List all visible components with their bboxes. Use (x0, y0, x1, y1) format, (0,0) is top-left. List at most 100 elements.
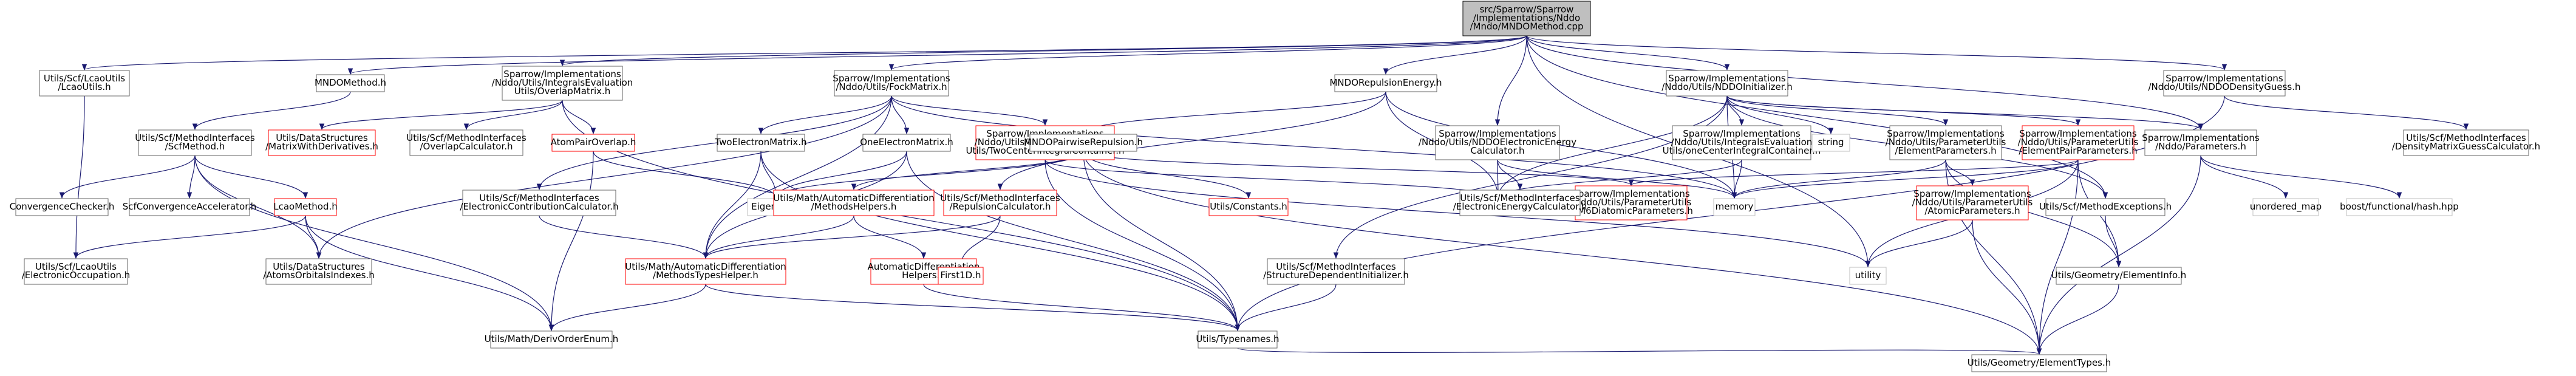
edge-mndopairwise-to-pm6diatomic (1083, 151, 1634, 186)
node-structdepinit[interactable]: Utils/Scf/MethodInterfaces/StructureDepe… (1263, 258, 1409, 285)
node-label: /ElementParameters.h (1895, 145, 1996, 156)
edge-twoelectron-to-typenames (760, 151, 1241, 332)
node-box (1459, 190, 1581, 216)
node-utility[interactable]: utility (1849, 267, 1887, 285)
edge-atompairoverlap-to-derivorderenum (548, 151, 594, 332)
node-matrixwithderiv[interactable]: Utils/DataStructures/MatrixWithDerivativ… (265, 129, 378, 156)
node-methodstypeshelper[interactable]: Utils/Math/AutomaticDifferentiation/Meth… (625, 258, 786, 285)
edge-root-to-nddodensity_h (1526, 35, 2227, 71)
node-box (274, 198, 337, 216)
node-nddoparams[interactable]: Sparrow/Implementations/Nddo/Parameters.… (2142, 129, 2260, 156)
node-box (1334, 74, 1437, 92)
edge-scfmethod_h-to-atomsorbitals (194, 155, 322, 259)
edge-typenames-to-elementtypes (1237, 347, 2042, 355)
node-mndomethod_h[interactable]: MNDOMethod.h (315, 74, 386, 92)
node-scfconvacc[interactable]: ScfConvergenceAccelerator.h (123, 198, 257, 216)
node-methodexceptions[interactable]: Utils/Scf/MethodExceptions.h (2039, 198, 2172, 216)
node-mndorepulsion_h[interactable]: MNDORepulsionEnergy.h (1329, 74, 1442, 92)
node-label: /Nddo/Utils/ParameterUtils (1912, 197, 2033, 208)
node-elementtypes[interactable]: Utils/Geometry/ElementTypes.h (1968, 354, 2111, 372)
node-box (129, 198, 250, 216)
edge-fockmatrix_h-to-twocenterint (891, 95, 1048, 126)
node-first1d[interactable]: First1D.h (938, 267, 984, 285)
node-fockmatrix_h[interactable]: Sparrow/Implementations/Nddo/Utils/FockM… (833, 70, 950, 97)
node-densitymatrixguess[interactable]: Utils/Scf/MethodInterfaces/DensityMatrix… (2392, 129, 2540, 156)
node-boost_hash[interactable]: boost/functional/hash.hpp (2340, 198, 2459, 216)
node-box (1713, 198, 1756, 216)
node-label: /LcaoUtils.h (58, 81, 111, 92)
node-scfmethod_h[interactable]: Utils/Scf/MethodInterfaces/ScfMethod.h (135, 129, 255, 156)
node-constants[interactable]: Utils/Constants.h (1208, 198, 1289, 216)
node-label: Sparrow/Implementations (1887, 128, 2005, 139)
edge-root-to-overlapmatrix_h (560, 35, 1527, 67)
edge-atomicparams-to-utility (1865, 219, 1973, 268)
node-onecenterint[interactable]: Sparrow/Implementations/Nddo/Utils/Integ… (1663, 125, 1821, 160)
node-lcaoutils_h[interactable]: Utils/Scf/LcaoUtils/LcaoUtils.h (39, 70, 130, 97)
node-label: Utils/Constants.h (1210, 201, 1287, 212)
node-box (834, 70, 949, 97)
node-label: Sparrow/Implementations (1668, 73, 1786, 84)
node-box (1575, 185, 1688, 220)
node-label: Utils/Scf/MethodInterfaces (2406, 132, 2526, 143)
edge-nddoparams-to-unordered_map (2200, 155, 2289, 199)
node-label: Utils/Scf/MethodInterfaces (406, 132, 526, 143)
node-twoelectron[interactable]: TwoElectronMatrix.h (714, 134, 807, 152)
node-oneelectron[interactable]: OneElectronMatrix.h (860, 134, 953, 152)
edge-fockmatrix_h-to-memory (891, 95, 1737, 199)
node-string[interactable]: string (1811, 134, 1850, 152)
node-box (2403, 129, 2529, 156)
node-label: Sparrow/Implementations (1439, 128, 1556, 139)
node-root[interactable]: src/Sparrow/Sparrow/Implementations/Nddo… (1462, 1, 1591, 36)
edge-elementinfo-to-elementtypes (2036, 284, 2119, 355)
edge-nddoinit_h-to-nddoparams (1726, 95, 2204, 131)
node-pm6diatomic[interactable]: Sparrow/Implementations/Nddo/Utils/Param… (1569, 185, 1693, 220)
node-label: unordered_map (2250, 201, 2322, 213)
node-atompairoverlap[interactable]: AtomPairOverlap.h (551, 134, 636, 152)
edge-fockmatrix_h-to-atomsorbitals (316, 95, 892, 259)
node-box (773, 190, 935, 216)
edge-mndorepulsion_h-to-repulsioncalc (997, 91, 1386, 191)
node-label: /ScfMethod.h (165, 141, 225, 152)
node-box (1462, 1, 1591, 36)
node-nddodensity_h[interactable]: Sparrow/Implementations/Nddo/Utils/NDDOD… (2148, 70, 2301, 97)
node-label: /MethodsHelpers.h (811, 201, 897, 212)
edge-scfmethod_h-to-lcaomethod (194, 155, 308, 199)
node-typenames[interactable]: Utils/Typenames.h (1196, 330, 1279, 349)
node-atomsorbitals[interactable]: Utils/DataStructures/AtomsOrbitalsIndexe… (263, 258, 375, 285)
node-memory[interactable]: memory (1713, 198, 1756, 216)
node-elementpairparams[interactable]: Sparrow/Implementations/Nddo/Utils/Param… (2018, 125, 2139, 160)
node-label: Sparrow/Implementations (1683, 128, 1801, 139)
node-derivorderenum[interactable]: Utils/Math/DerivOrderEnum.h (485, 330, 619, 349)
edge-mndopairwise-to-elementtypes (1083, 151, 2042, 355)
node-lcaomethod[interactable]: LcaoMethod.h (273, 198, 338, 216)
node-unordered_map[interactable]: unordered_map (2250, 198, 2322, 216)
edge-elementpairparams-to-elementtypes (2036, 159, 2079, 355)
edge-twocenterint-to-typenames (1044, 159, 1241, 332)
node-overlapmatrix_h[interactable]: Sparrow/Implementations/Nddo/Utils/Integ… (492, 66, 633, 101)
node-box (24, 258, 128, 285)
edge-methodstypeshelper-to-typenames (705, 284, 1241, 332)
node-elementparams[interactable]: Sparrow/Implementations/Nddo/Utils/Param… (1886, 125, 2006, 160)
node-autodiff_helpers[interactable]: Utils/Math/AutomaticDifferentiation/Meth… (773, 190, 935, 216)
node-label: Sparrow/Implementations (1913, 188, 2031, 199)
node-label: Utils/Math/AutomaticDifferentiation (625, 261, 786, 272)
node-lcaoutils_eocc[interactable]: Utils/Scf/LcaoUtils/ElectronicOccupation… (22, 258, 131, 285)
node-label: /ElementPairParameters.h (2019, 145, 2137, 156)
node-electronicenergy[interactable]: Sparrow/Implementations/Nddo/Utils/NDDOE… (1419, 125, 1576, 160)
node-box (1889, 125, 2002, 160)
node-box (625, 258, 786, 285)
node-box (2346, 198, 2453, 216)
node-nddoinit_h[interactable]: Sparrow/Implementations/Nddo/Utils/NDDOI… (1661, 70, 1793, 97)
node-electroniccontrib[interactable]: Utils/Scf/MethodInterfaces/ElectronicCon… (460, 190, 619, 216)
node-label: Utils/Math/DerivOrderEnum.h (485, 333, 619, 344)
node-mndopairwise[interactable]: MNDOPairwiseRepulsion.h (1024, 134, 1143, 152)
node-elementinfo[interactable]: Utils/Geometry/ElementInfo.h (2051, 267, 2186, 285)
node-electronicenergycalc[interactable]: Utils/Scf/MethodInterfaces/ElectronicEne… (1453, 190, 1587, 216)
node-label: First1D.h (941, 270, 981, 281)
node-box (551, 134, 635, 152)
node-overlapcalc[interactable]: Utils/Scf/MethodInterfaces/OverlapCalcul… (406, 129, 526, 156)
node-repulsioncalc[interactable]: Utils/Scf/MethodInterfaces/RepulsionCalc… (940, 190, 1060, 216)
node-convchecker[interactable]: ConvergenceChecker.h (10, 198, 115, 216)
node-atomicparams[interactable]: Sparrow/Implementations/Nddo/Utils/Param… (1912, 185, 2033, 220)
node-box (1198, 330, 1278, 349)
